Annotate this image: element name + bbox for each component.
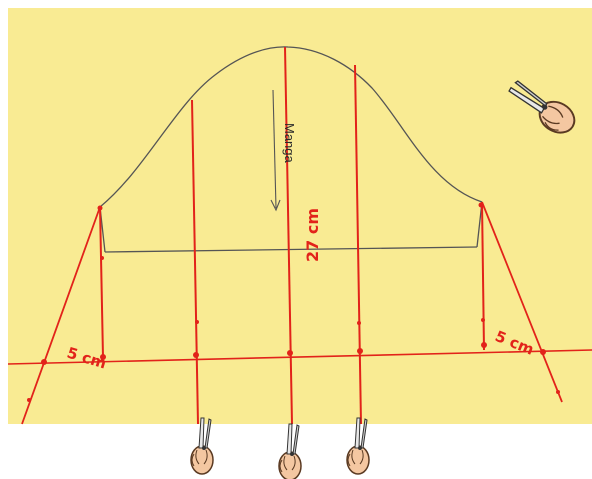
- cut-line-center: [284, 46, 293, 425]
- right-extension-line: [481, 201, 563, 403]
- height-measure-label: 27 cm: [303, 208, 322, 262]
- scissors-in-hand-icon: [190, 417, 214, 475]
- cut-line-right-side: [481, 201, 485, 351]
- paper-shade: [8, 8, 592, 424]
- grain-arrow-line: [272, 89, 277, 209]
- cut-line-1: [191, 99, 199, 425]
- cut-line-left-side: [99, 206, 104, 358]
- hem-baseline: [7, 349, 592, 365]
- sleeve-cap-curve: [99, 46, 483, 208]
- grain-arrow-head: [270, 199, 281, 212]
- tick-marks: [27, 202, 560, 402]
- paper-background: [8, 8, 592, 424]
- cut-line-3: [354, 64, 362, 425]
- piece-name-label: Manga: [282, 123, 297, 164]
- sleeve-width-line: [104, 246, 478, 253]
- left-extension-line: [21, 206, 101, 425]
- scissors-in-hand-icon: [278, 423, 302, 479]
- scissors-in-hand-icon: [346, 417, 370, 475]
